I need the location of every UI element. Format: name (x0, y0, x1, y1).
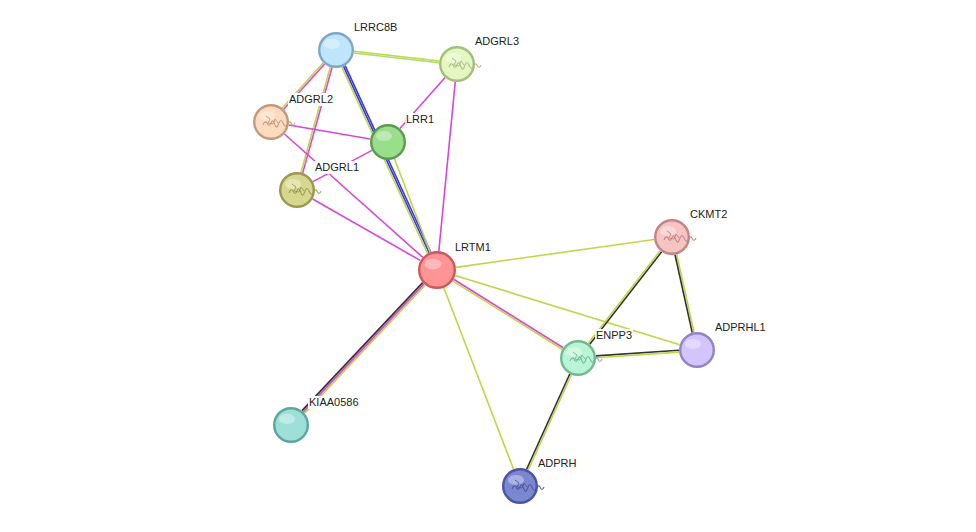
protein-node: ADGRL1 (279, 172, 315, 208)
node-label: KIAA0586 (308, 396, 360, 409)
interaction-edge (289, 125, 371, 139)
node-circle (253, 104, 289, 140)
protein-node: ENPP3 (560, 340, 596, 376)
node-label: CKMT2 (689, 208, 728, 221)
node-label: ADGRL1 (314, 161, 360, 174)
node-label: ADPRH (537, 457, 578, 470)
interaction-edge (588, 251, 661, 345)
node-label: ENPP3 (595, 329, 633, 342)
node-circle (560, 340, 596, 376)
interaction-edge (400, 77, 445, 128)
node-circle (679, 332, 715, 368)
node-label: LRTM1 (454, 241, 492, 254)
interaction-edge (313, 150, 372, 181)
interaction-edge (596, 350, 679, 357)
interaction-edge (453, 279, 564, 349)
node-circle (439, 46, 475, 82)
node-label: ADPRHL1 (714, 321, 767, 334)
node-circle (318, 32, 354, 68)
node-circle (418, 251, 456, 289)
protein-node: LRRC8B (318, 32, 354, 68)
interaction-edge (455, 276, 680, 345)
node-circle (273, 407, 309, 443)
node-circle (502, 468, 538, 504)
protein-node: LRTM1 (418, 251, 456, 289)
node-circle (370, 124, 406, 160)
protein-node: CKMT2 (654, 219, 690, 255)
protein-node: ADGRL2 (253, 104, 289, 140)
node-circle (279, 172, 315, 208)
interaction-edge (301, 67, 332, 173)
interaction-edge (527, 374, 572, 470)
protein-node: KIAA0586 (273, 407, 309, 443)
protein-node: ADPRH (502, 468, 538, 504)
node-label: LRRC8B (353, 21, 398, 34)
interaction-edge (313, 199, 421, 261)
node-circle (654, 219, 690, 255)
node-label: LRR1 (405, 113, 435, 126)
interaction-edge (302, 283, 425, 414)
interaction-edge (439, 82, 455, 251)
node-label: ADGRL2 (288, 93, 334, 106)
interaction-edge (675, 254, 694, 332)
interaction-edge (394, 159, 430, 252)
interaction-edge (444, 288, 514, 469)
node-label: ADGRL3 (474, 35, 520, 48)
protein-node: LRR1 (370, 124, 406, 160)
protein-node: ADPRHL1 (679, 332, 715, 368)
protein-node: ADGRL3 (439, 46, 475, 82)
interaction-edge (354, 51, 439, 63)
